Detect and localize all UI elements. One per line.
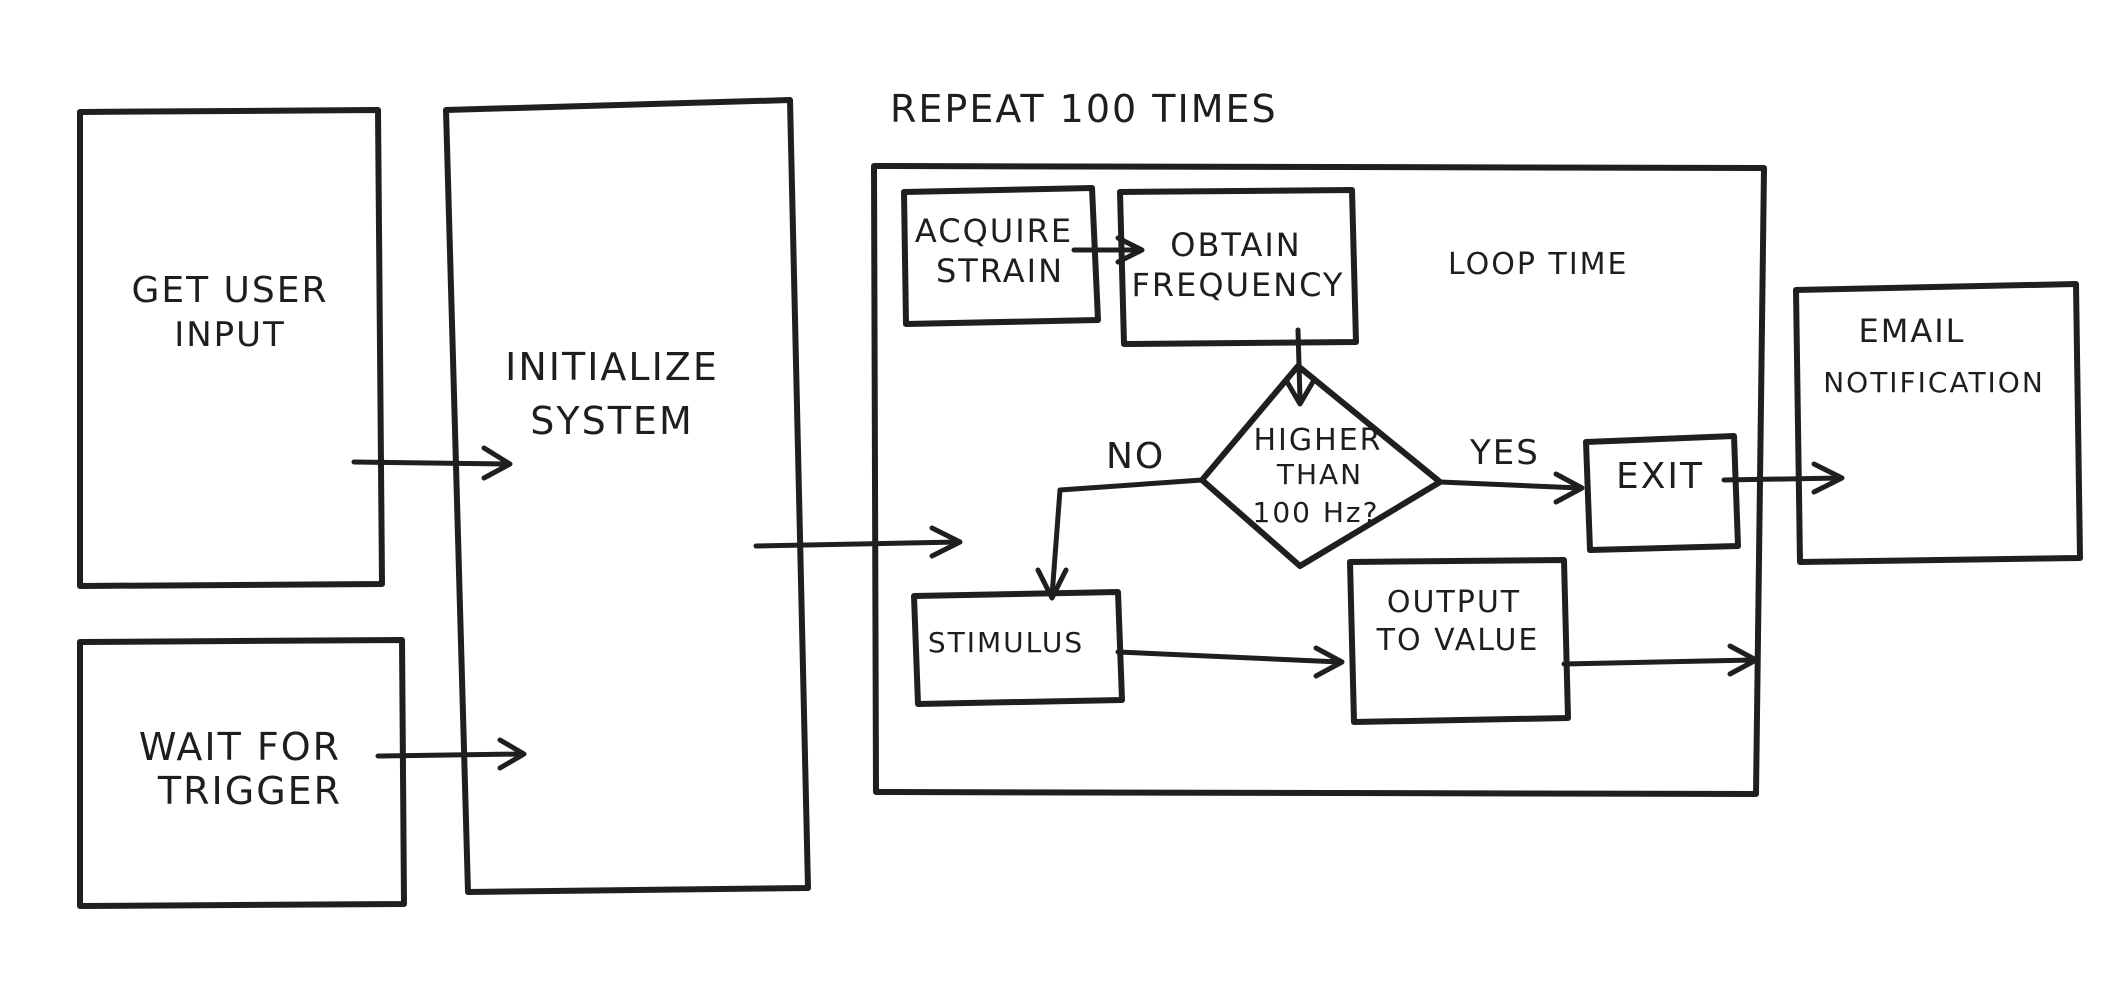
initialize-system-box: INITIALIZE SYSTEM <box>443 97 811 895</box>
initialize-system-line-1: INITIALIZE <box>505 345 719 389</box>
arrow-exit-to-email <box>1721 461 1845 495</box>
email-notification-box: EMAIL NOTIFICATION <box>1793 281 2083 565</box>
get-user-input-box: GET USER INPUT <box>77 107 385 589</box>
decision-line-1: HIGHER <box>1253 423 1382 458</box>
email-notification-line-1: EMAIL <box>1859 312 1966 350</box>
obtain-frequency-line-2: FREQUENCY <box>1132 266 1345 304</box>
loop-time-label: LOOP TIME <box>1448 247 1629 282</box>
wait-for-trigger-line-1: WAIT FOR <box>139 725 341 769</box>
get-user-input-line-2: INPUT <box>174 315 286 355</box>
arrow-decision-yes-to-exit <box>1437 471 1585 505</box>
get-user-input-line-1: GET USER <box>131 270 328 311</box>
stimulus-label: STIMULUS <box>928 626 1084 659</box>
acquire-strain-line-2: STRAIN <box>936 252 1064 290</box>
output-to-value-line-2: TO VALUE <box>1376 623 1540 658</box>
initialize-system-line-2: SYSTEM <box>530 399 693 443</box>
arrow-output-to-loop-end <box>1561 643 1759 677</box>
email-notification-line-2: NOTIFICATION <box>1823 366 2045 399</box>
arrow-stimulus-to-output <box>1115 645 1345 679</box>
output-to-value-box: OUTPUT TO VALUE <box>1347 557 1571 725</box>
arrow-input-to-initialize <box>351 445 513 481</box>
arrow-initialize-to-loop <box>753 525 963 559</box>
acquire-strain-line-1: ACQUIRE <box>915 212 1073 250</box>
arrow-acquire-to-obtain <box>1071 235 1145 265</box>
arrow-decision-no-to-stimulus <box>1035 477 1205 601</box>
yes-label: YES <box>1469 433 1540 473</box>
loop-container: REPEAT 100 TIMES LOOP TIME <box>871 87 1767 797</box>
loop-label: REPEAT 100 TIMES <box>890 87 1278 131</box>
decision-diamond: HIGHER THAN 100 Hz? <box>1199 363 1443 569</box>
stimulus-box: STIMULUS <box>911 589 1125 707</box>
wait-for-trigger-box: WAIT FOR TRIGGER <box>77 637 407 909</box>
decision-line-2: THAN <box>1276 458 1363 491</box>
no-label: NO <box>1106 436 1165 477</box>
obtain-frequency-line-1: OBTAIN <box>1170 226 1301 264</box>
decision-line-3: 100 Hz? <box>1253 496 1380 529</box>
obtain-frequency-box: OBTAIN FREQUENCY <box>1117 187 1359 347</box>
exit-box: EXIT <box>1583 433 1741 553</box>
acquire-strain-box: ACQUIRE STRAIN <box>901 185 1101 327</box>
wait-for-trigger-line-2: TRIGGER <box>157 769 342 813</box>
output-to-value-line-1: OUTPUT <box>1387 585 1521 620</box>
arrow-obtain-to-decision <box>1283 327 1317 407</box>
exit-label: EXIT <box>1616 456 1704 497</box>
arrow-trigger-to-initialize <box>375 737 527 771</box>
